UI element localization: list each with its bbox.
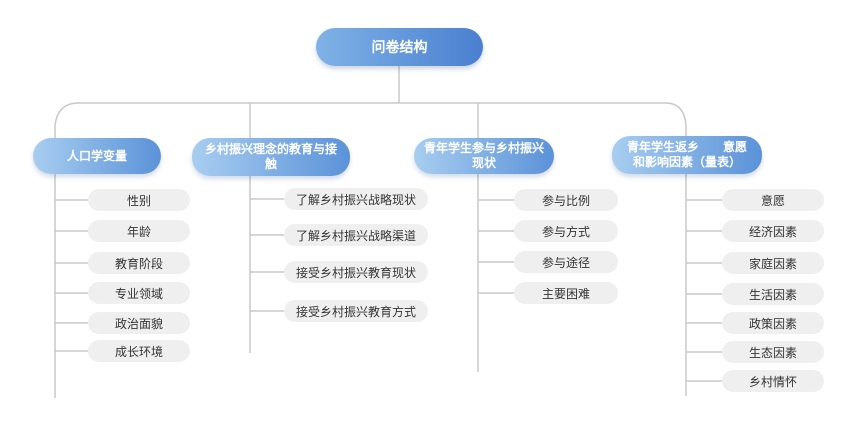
leaf-ecological-factors: 生态因素 [722, 341, 824, 363]
leaf-participation-path: 参与途径 [514, 251, 618, 273]
leaf-main-difficulties: 主要困难 [514, 282, 618, 304]
leaf-gender: 性别 [88, 189, 190, 211]
leaf-willingness: 意愿 [722, 189, 824, 211]
leaf-age: 年龄 [88, 220, 190, 242]
leaf-major-field: 专业领域 [88, 282, 190, 304]
leaf-growth-environment: 成长环境 [88, 340, 190, 362]
leaf-economic-factors: 经济因素 [722, 220, 824, 242]
leaf-political-status: 政治面貌 [88, 312, 190, 334]
leaf-education-stage: 教育阶段 [88, 252, 190, 274]
leaf-strategy-awareness: 了解乡村振兴战略现状 [284, 188, 428, 210]
ticks-2 [250, 198, 284, 312]
leaf-strategy-channels: 了解乡村振兴战略渠道 [284, 224, 428, 246]
category-return-willingness: 青年学生返乡 意愿和影响因素（量表） [612, 136, 762, 174]
ticks-3 [478, 199, 514, 294]
ticks-4 [686, 199, 722, 382]
top-bus [54, 102, 687, 126]
category-participation-status: 青年学生参与乡村振兴现状 [414, 138, 554, 174]
leaf-education-methods: 接受乡村振兴教育方式 [284, 300, 428, 322]
leaf-policy-factors: 政策因素 [722, 312, 824, 334]
root-node: 问卷结构 [316, 28, 483, 66]
leaf-family-factors: 家庭因素 [722, 252, 824, 274]
leaf-education-status: 接受乡村振兴教育现状 [284, 261, 428, 283]
leaf-participation-ratio: 参与比例 [514, 189, 618, 211]
ticks-1 [55, 199, 88, 352]
category-demographics: 人口学变量 [33, 138, 161, 174]
leaf-rural-sentiment: 乡村情怀 [722, 370, 824, 392]
leaf-participation-mode: 参与方式 [514, 220, 618, 242]
leaf-living-factors: 生活因素 [722, 283, 824, 305]
category-education-exposure: 乡村振兴理念的教育与接触 [192, 138, 350, 176]
